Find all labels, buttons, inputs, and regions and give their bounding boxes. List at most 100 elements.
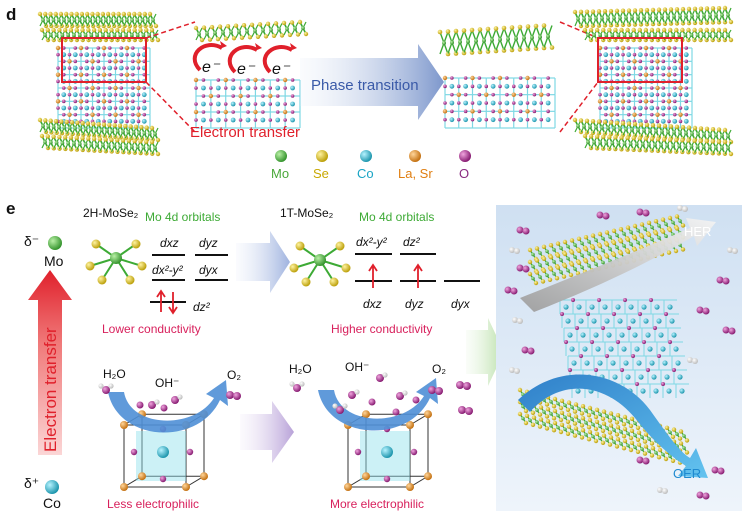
atom-o: [623, 298, 627, 302]
atom-o: [655, 119, 660, 124]
atom-o: [463, 109, 468, 114]
atom-se: [643, 432, 649, 437]
atom-co: [619, 332, 625, 338]
atom-se: [604, 254, 610, 259]
atom-o: [626, 99, 631, 104]
atom-se: [710, 127, 716, 132]
atom-se: [565, 431, 571, 436]
atom-se: [631, 135, 636, 141]
atom-o: [505, 92, 509, 97]
atom-o: [728, 327, 736, 335]
atom-mo: [672, 14, 676, 19]
atom-se: [620, 22, 626, 28]
atom-mo: [78, 126, 83, 131]
atom-se: [247, 35, 253, 40]
atom-se: [632, 235, 638, 241]
atom-o: [525, 117, 530, 122]
atom-mo: [708, 132, 712, 137]
atom-se: [686, 6, 692, 12]
atom-la: [539, 92, 544, 97]
atom-se: [541, 268, 547, 273]
oer-label: OER: [673, 466, 701, 481]
atom-se: [644, 22, 650, 27]
atom-o: [672, 72, 677, 77]
atom-la: [200, 472, 208, 481]
atom-co: [245, 117, 251, 123]
atom-o: [684, 72, 689, 77]
atom-co: [664, 374, 670, 380]
atom-se: [301, 277, 311, 287]
atom-se: [445, 29, 451, 34]
atom-o: [642, 209, 650, 217]
atom-se: [614, 120, 620, 126]
higher-conductivity-label: Higher conductivity: [331, 322, 432, 336]
atom-se: [593, 414, 599, 420]
atom-mo: [124, 144, 128, 149]
atom-co: [666, 388, 672, 394]
atom-se: [597, 243, 603, 249]
atom-o: [518, 92, 523, 97]
atom-mo: [137, 130, 141, 135]
right-crystal-structure: [572, 5, 734, 157]
atom-se: [79, 11, 85, 17]
atom-co: [637, 105, 643, 111]
atom-mo: [660, 129, 664, 134]
atom-o: [511, 101, 516, 105]
atom-se: [666, 250, 672, 255]
atom-co: [683, 92, 689, 98]
atom-mo: [130, 18, 134, 22]
atom-co: [660, 65, 666, 71]
atom-se: [716, 5, 722, 11]
atom-se: [68, 27, 74, 33]
atom-o: [661, 112, 666, 117]
atom-se: [125, 275, 135, 285]
atom-se: [37, 117, 43, 123]
atom-se: [677, 436, 683, 441]
atom-se: [148, 23, 153, 29]
atom-se: [558, 405, 564, 411]
atom-la: [470, 109, 475, 114]
atom-mo: [570, 429, 574, 433]
atom-mo: [545, 261, 549, 266]
atom-mo: [99, 128, 104, 133]
atom-se: [576, 248, 582, 253]
oer-arrow: [518, 374, 708, 478]
atom-se: [233, 23, 239, 28]
atom-se: [273, 21, 279, 26]
atom-mo: [51, 124, 56, 129]
atom-se: [622, 426, 628, 432]
atom-o: [661, 72, 666, 77]
atom-mo: [630, 127, 634, 132]
atom-co: [72, 65, 78, 71]
atom-se: [586, 413, 592, 418]
atom-se: [123, 123, 128, 129]
vertical-electron-transfer-label: Electron transfer: [41, 327, 60, 452]
atom-co: [107, 118, 113, 124]
atom-o: [644, 106, 648, 110]
atom-la: [67, 59, 72, 64]
atom-mo: [56, 18, 61, 22]
atom-la: [497, 109, 503, 114]
atom-co: [580, 332, 586, 338]
atom-se: [562, 239, 568, 245]
atom-se: [596, 9, 602, 14]
atom-se: [91, 136, 97, 142]
atom-se: [48, 11, 53, 17]
atom-co: [130, 65, 136, 71]
atom-mo: [41, 124, 45, 128]
atom-o: [498, 84, 502, 89]
atom-se: [587, 405, 593, 411]
atom-o: [655, 66, 660, 70]
atom-o: [626, 46, 631, 50]
atom-mo: [474, 39, 478, 43]
atom-o: [620, 368, 624, 372]
atom-se: [131, 239, 141, 249]
atom-se: [704, 27, 709, 33]
structure-2h-label: 2H-MoSe₂: [83, 206, 139, 220]
atom-se: [662, 123, 668, 129]
atom-o: [160, 404, 168, 412]
atom-se: [680, 6, 686, 12]
atom-o: [532, 76, 537, 80]
atom-se: [653, 219, 659, 224]
atom-co: [614, 65, 620, 71]
